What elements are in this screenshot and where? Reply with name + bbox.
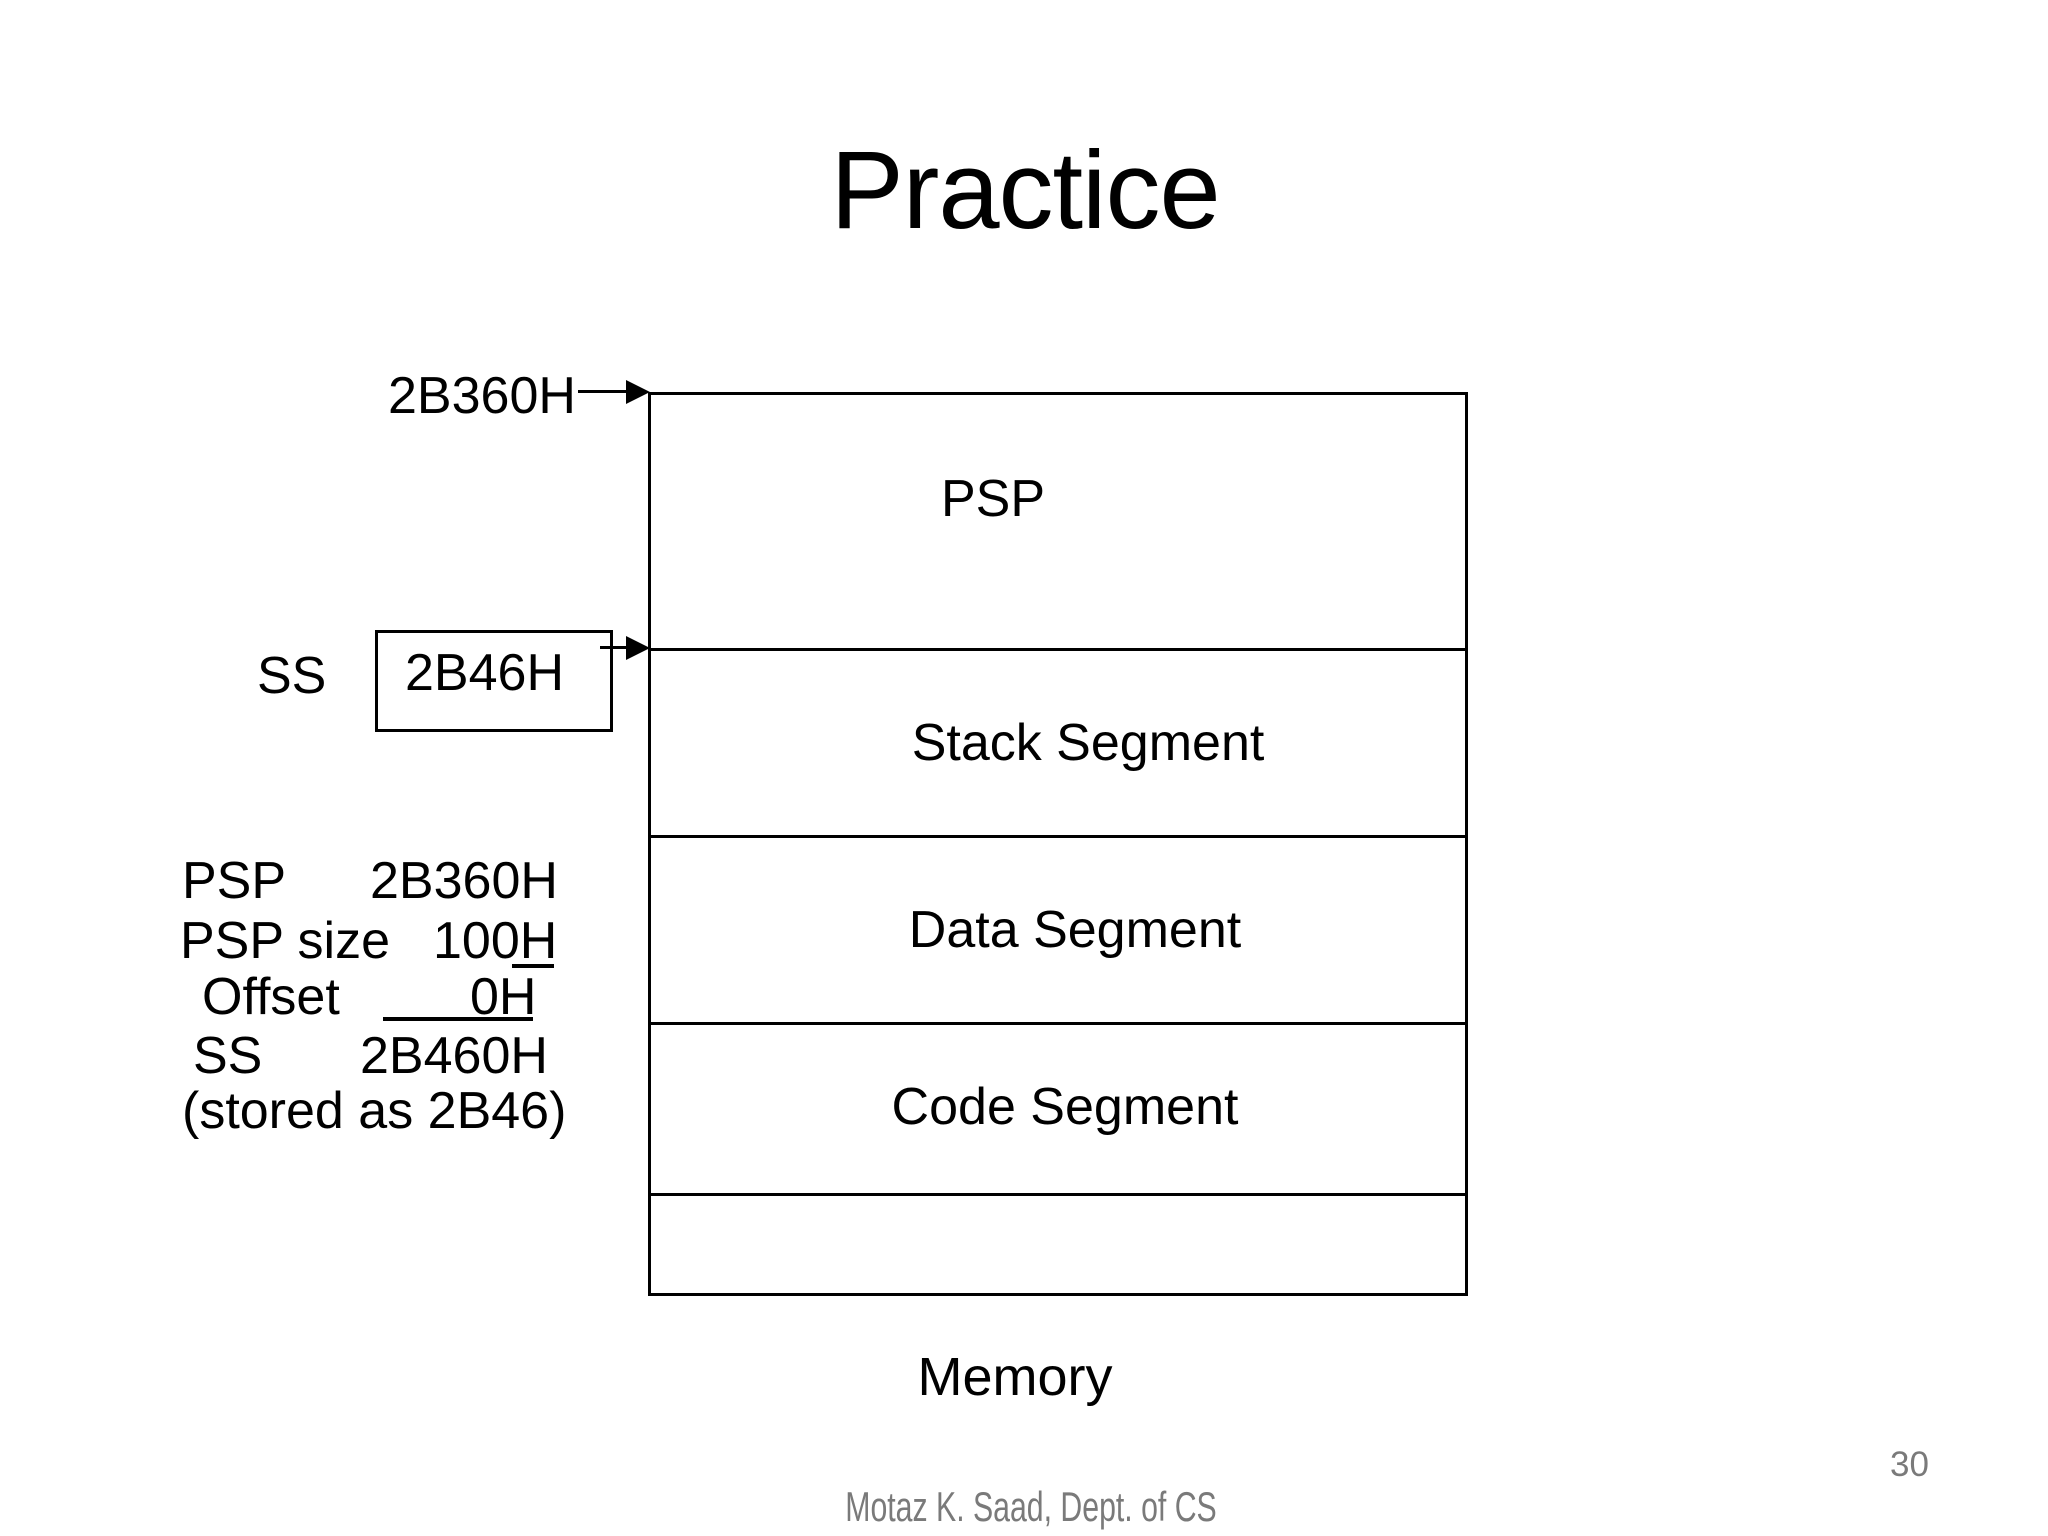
segment-label-stack: Stack Segment: [911, 714, 1265, 772]
calc-row-psp-value: 2B360H: [370, 852, 558, 910]
segment-label-code: Code Segment: [891, 1078, 1239, 1136]
memory-section-data: Data Segment: [651, 838, 1465, 1025]
calc-row-ss-value: 2B460H: [360, 1027, 548, 1085]
top-address-arrowhead-icon: [626, 380, 650, 404]
top-address-label: 2B360H: [388, 367, 576, 425]
memory-section-stack: Stack Segment: [651, 651, 1465, 838]
ss-value: 2B46H: [405, 644, 564, 702]
ss-register-label: SS: [257, 647, 327, 705]
calc-row-ss-label: SS: [193, 1027, 263, 1085]
ss-arrow-line: [600, 646, 630, 649]
calc-row-pspsize-value: 100H: [433, 912, 558, 970]
segment-label-psp: PSP: [940, 469, 1046, 528]
calc-row-offset-label: Offset: [202, 968, 340, 1026]
top-address-arrow-line: [578, 390, 628, 393]
memory-section-psp: PSP: [651, 395, 1465, 651]
segment-label-data: Data Segment: [908, 901, 1242, 959]
ss-value-box: 2B46H: [375, 630, 613, 732]
pspsize-underline: [512, 964, 554, 968]
ss-arrowhead-icon: [626, 636, 650, 660]
memory-caption: Memory: [917, 1347, 1113, 1407]
offset-sum-underline: [383, 1017, 533, 1021]
calc-row-psp-label: PSP: [182, 852, 287, 910]
calc-note: (stored as 2B46): [182, 1082, 567, 1140]
footer-author: Motaz K. Saad, Dept. of CS: [845, 1483, 1217, 1530]
calc-row-offset-value: 0H: [470, 968, 537, 1026]
memory-section-code: Code Segment: [651, 1025, 1465, 1196]
slide-title: Practice: [830, 129, 1220, 252]
memory-section-empty: [651, 1196, 1465, 1293]
page-number: 30: [1890, 1445, 1929, 1484]
calc-row-pspsize-label: PSP size: [180, 912, 391, 970]
memory-diagram: PSP Stack Segment Data Segment Code Segm…: [648, 392, 1468, 1296]
